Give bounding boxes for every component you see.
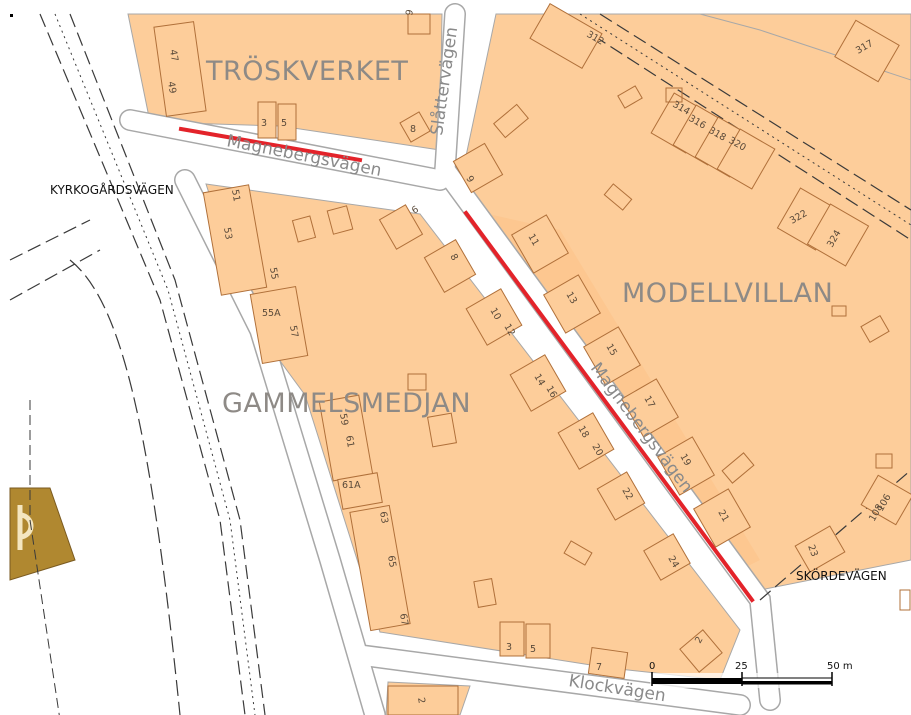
house-number-n12: 12 (501, 322, 517, 338)
house-number-n17: 17 (641, 394, 657, 410)
house-number-n67: 67 (397, 613, 410, 627)
district-label-troskverket: TRÖSKVERKET (205, 55, 408, 87)
house-number-n20: 20 (589, 442, 605, 458)
house-number-n8b: 8 (447, 252, 460, 263)
highlight-magnebergsvagen-east (463, 210, 755, 603)
street-label-skordevagen: SKÖRDEVÄGEN (796, 567, 887, 583)
scale-label-50: 50 m (827, 661, 853, 672)
district-label-gammelsmedjan: GAMMELSMEDJAN (222, 388, 471, 419)
street-label-magnebergsvagen-top: Magnebergsvägen (225, 131, 383, 181)
house-number-n19: 19 (677, 452, 693, 468)
house-number-n6: 6 (410, 204, 421, 217)
house-number-n9a: 9 (404, 9, 416, 17)
house-number-n21: 21 (715, 508, 731, 524)
house-number-n63: 63 (377, 511, 390, 525)
house-number-n49: 49 (165, 81, 178, 95)
land-blocks (127, 13, 911, 715)
house-number-n5b: 5 (530, 644, 536, 655)
house-number-n5a: 5 (281, 118, 287, 129)
house-number-n24: 24 (665, 554, 681, 570)
house-number-n10: 10 (487, 306, 503, 322)
house-number-n9b: 9 (463, 174, 476, 185)
scale-label-0: 0 (649, 661, 655, 672)
scale-bar: 0 25 50 m (649, 661, 853, 688)
house-number-n65: 65 (385, 555, 398, 569)
house-number-n11: 11 (525, 232, 541, 248)
highlight-segments (178, 126, 755, 603)
buildings[interactable] (153, 2, 911, 715)
house-number-n59: 59 (337, 413, 350, 427)
house-number-n23: 23 (805, 543, 819, 558)
house-number-n51: 51 (229, 189, 242, 203)
house-number-n7: 7 (596, 662, 602, 673)
house-number-n55a: 55A (262, 308, 281, 319)
landmark-building[interactable] (9, 487, 76, 581)
house-number-n47: 47 (167, 49, 180, 63)
district-label-modellvillan: MODELLVILLAN (622, 278, 833, 309)
house-number-n2b: 2 (415, 697, 427, 705)
scale-label-25: 25 (735, 661, 748, 672)
house-number-n3a: 3 (261, 118, 267, 129)
house-number-n15: 15 (603, 342, 619, 358)
house-number-n2a: 2 (693, 635, 706, 646)
house-number-n55: 55 (267, 267, 280, 281)
house-number-n14: 14 (531, 372, 547, 388)
corner-marker (10, 14, 13, 17)
house-number-n22: 22 (619, 486, 635, 502)
block-troskverket (127, 13, 443, 151)
outbuildings (291, 85, 911, 611)
house-number-n8a: 8 (410, 124, 416, 135)
house-number-n61a: 61A (342, 480, 361, 491)
highlight-magnebergsvagen-north (178, 126, 363, 163)
house-number-n53: 53 (221, 227, 234, 241)
street-label-kyrkogardsvagen: KYRKOGÅRDSVÄGEN (50, 182, 174, 197)
house-number-n57: 57 (287, 325, 300, 339)
house-number-n18: 18 (575, 424, 591, 440)
house-number-n61: 61 (343, 435, 356, 449)
house-number-n3b: 3 (506, 642, 512, 653)
house-number-n13: 13 (563, 290, 579, 306)
house-number-n16: 16 (543, 384, 559, 400)
